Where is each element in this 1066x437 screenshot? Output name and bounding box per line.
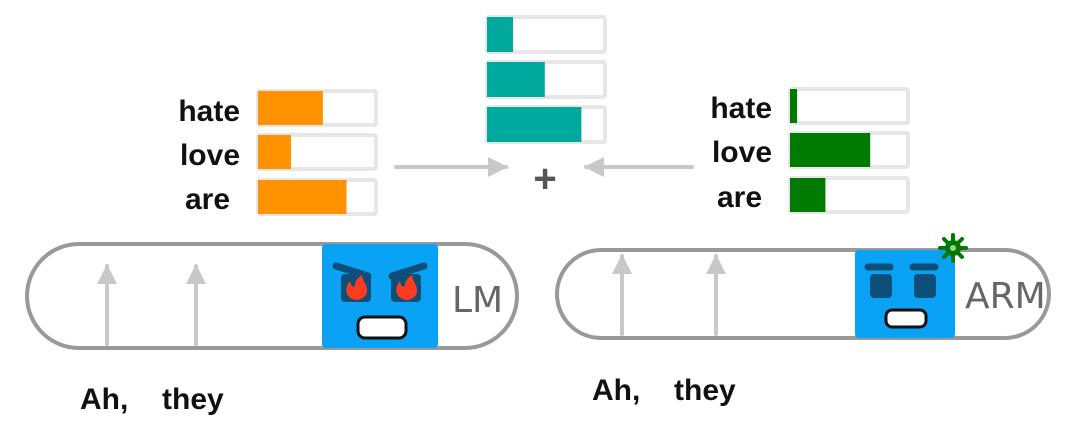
arm-distribution: hate love are: [710, 87, 910, 214]
combined-bar-fill-3: [487, 107, 582, 142]
lm-label: LM: [452, 280, 503, 321]
arm-vocab-are: are: [717, 181, 762, 214]
combined-distribution: +: [485, 15, 607, 201]
lm-bar-fill-love: [258, 135, 291, 169]
combined-bar-fill-1: [487, 17, 513, 52]
lm-input-token-1: Ah,: [80, 383, 128, 416]
arm-right-eye: [914, 274, 936, 298]
lm-capsule: [25, 242, 519, 350]
lm-input-token-2: they: [162, 383, 224, 416]
lm-distribution: hate love are: [178, 89, 378, 216]
lm-mouth: [356, 315, 408, 340]
lm-right-flame-icon: [396, 275, 418, 300]
arm-label: ARM: [965, 276, 1046, 317]
arm-bar-fill-love: [790, 133, 871, 167]
plus-operator: +: [533, 157, 556, 201]
arm-bar-track-hate: [788, 87, 910, 125]
arm-bar-fill-hate: [790, 89, 798, 123]
lm-angry-face-icon: [322, 244, 438, 348]
arm-capsule: [555, 248, 1051, 340]
arm-mouth: [884, 308, 928, 329]
arm-vocab-hate: hate: [710, 92, 772, 125]
lm-bar-fill-hate: [258, 91, 323, 125]
lm-vocab-love: love: [180, 139, 240, 172]
lm-left-flame-icon: [346, 275, 368, 300]
arm-asterisk-badge-icon: [938, 233, 968, 263]
arm-face-square: [855, 250, 955, 338]
lm-model-block: LM Ah, they: [25, 242, 519, 416]
arm-bar-fill-are: [790, 178, 826, 212]
lm-bar-fill-are: [258, 180, 347, 214]
arm-input-token-1: Ah,: [592, 374, 640, 407]
arm-vocab-love: love: [712, 136, 772, 169]
arm-model-block: ARM Ah, they: [555, 233, 1051, 407]
combined-bar-fill-2: [487, 62, 545, 97]
arm-left-eye: [870, 274, 892, 298]
arm-calm-face-icon: [855, 250, 955, 338]
lm-vocab-are: are: [185, 183, 230, 216]
arm-input-token-2: they: [674, 374, 736, 407]
lm-vocab-hate: hate: [178, 95, 240, 128]
